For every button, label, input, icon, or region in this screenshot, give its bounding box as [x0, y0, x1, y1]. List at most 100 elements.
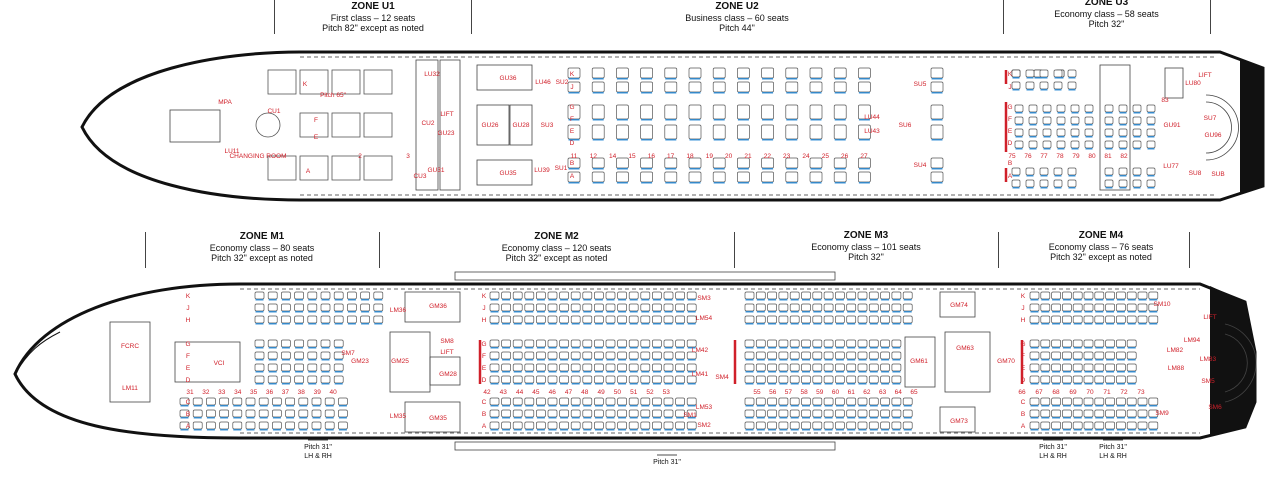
zone-pitch: Pitch 82" except as noted — [322, 23, 424, 33]
seat-shell — [712, 171, 726, 183]
seat — [868, 315, 879, 325]
seat-shell — [761, 104, 774, 120]
seat-shell — [663, 351, 674, 360]
upper-label: LU46 — [535, 79, 551, 86]
seat — [267, 339, 278, 349]
seat-shell — [347, 315, 357, 324]
seat-shell — [761, 67, 774, 79]
seat-shell — [1067, 81, 1077, 90]
seat-shell — [891, 363, 902, 372]
seat-shell — [524, 303, 535, 312]
seat-shell — [547, 375, 558, 384]
seat — [1051, 339, 1061, 349]
seat — [307, 351, 318, 361]
seat-shell — [857, 375, 868, 384]
seat-letter: A — [186, 423, 191, 430]
seat-shell — [605, 351, 616, 360]
seat — [1025, 179, 1035, 189]
row-number: 43 — [500, 389, 508, 396]
seat-shell — [307, 315, 318, 324]
seat — [640, 375, 651, 385]
seat — [1062, 339, 1072, 349]
seat — [616, 104, 629, 121]
seat-shell — [1116, 315, 1126, 324]
seat — [605, 315, 616, 325]
seat-shell — [524, 421, 535, 430]
upper-label: CHANGING ROOM — [229, 153, 286, 160]
seat-shell — [857, 315, 868, 324]
seat — [567, 157, 581, 170]
seat-shell — [582, 375, 593, 384]
seat-shell — [582, 315, 593, 324]
seat-shell — [930, 171, 944, 183]
seat — [833, 157, 847, 170]
seat-shell — [272, 397, 282, 406]
seat-shell — [1070, 116, 1080, 125]
seat-shell — [778, 375, 789, 384]
seat-shell — [835, 303, 845, 312]
seat — [616, 157, 629, 170]
seat-shell — [1028, 128, 1038, 137]
upper-label: SU7 — [1204, 115, 1217, 122]
seat — [640, 409, 651, 419]
seat — [559, 363, 569, 373]
seat-shell — [1116, 409, 1126, 418]
seat-shell — [1040, 397, 1051, 406]
seat — [1146, 128, 1156, 138]
seat — [1072, 351, 1083, 361]
seat-shell — [582, 351, 593, 360]
seat-letter: J — [186, 305, 189, 312]
seat — [880, 397, 890, 407]
seat-shell — [1104, 104, 1114, 113]
seat — [846, 375, 857, 385]
seat-shell — [755, 339, 766, 348]
seat-shell — [1040, 303, 1051, 312]
seat-shell — [785, 157, 799, 169]
zone-class: Economy class – 80 seats — [209, 242, 315, 253]
row-number: 21 — [744, 153, 752, 160]
seat — [809, 157, 823, 170]
seat-shell — [512, 375, 523, 384]
seat — [880, 363, 890, 373]
seat — [1118, 140, 1128, 150]
seat — [281, 375, 291, 385]
seat — [320, 351, 331, 361]
upper-spiral-stair — [1205, 94, 1239, 161]
seat — [320, 315, 331, 325]
seat-shell — [1104, 128, 1114, 137]
seat-shell — [1039, 167, 1049, 176]
seat — [281, 363, 291, 373]
seat — [902, 409, 913, 419]
seat-shell — [254, 303, 265, 312]
seat-shell — [833, 104, 847, 120]
seat — [1126, 351, 1137, 361]
seat — [360, 315, 370, 325]
seat-shell — [547, 315, 558, 324]
seat-shell — [1025, 81, 1035, 90]
seat — [664, 81, 678, 94]
seat-letter: H — [482, 317, 487, 324]
seat-shell — [617, 351, 627, 360]
seat — [547, 421, 558, 431]
seat — [1056, 116, 1066, 126]
seat-shell — [1105, 291, 1115, 300]
seat-shell — [570, 291, 581, 300]
seat — [294, 303, 304, 313]
seat — [891, 397, 902, 407]
seat-shell — [846, 409, 857, 418]
main-label: LM53 — [696, 404, 713, 411]
seat — [512, 315, 523, 325]
seat-shell — [823, 421, 834, 430]
seat-shell — [891, 397, 902, 406]
seat — [902, 397, 913, 407]
seat-shell — [823, 351, 834, 360]
seat-shell — [1104, 179, 1114, 188]
seat — [663, 375, 674, 385]
seat — [640, 67, 653, 80]
seat-shell — [801, 421, 811, 430]
seat-shell — [833, 81, 847, 93]
seat-shell — [320, 339, 331, 348]
seat — [1039, 81, 1049, 91]
seat-shell — [1042, 128, 1052, 137]
seat-shell — [298, 421, 309, 430]
